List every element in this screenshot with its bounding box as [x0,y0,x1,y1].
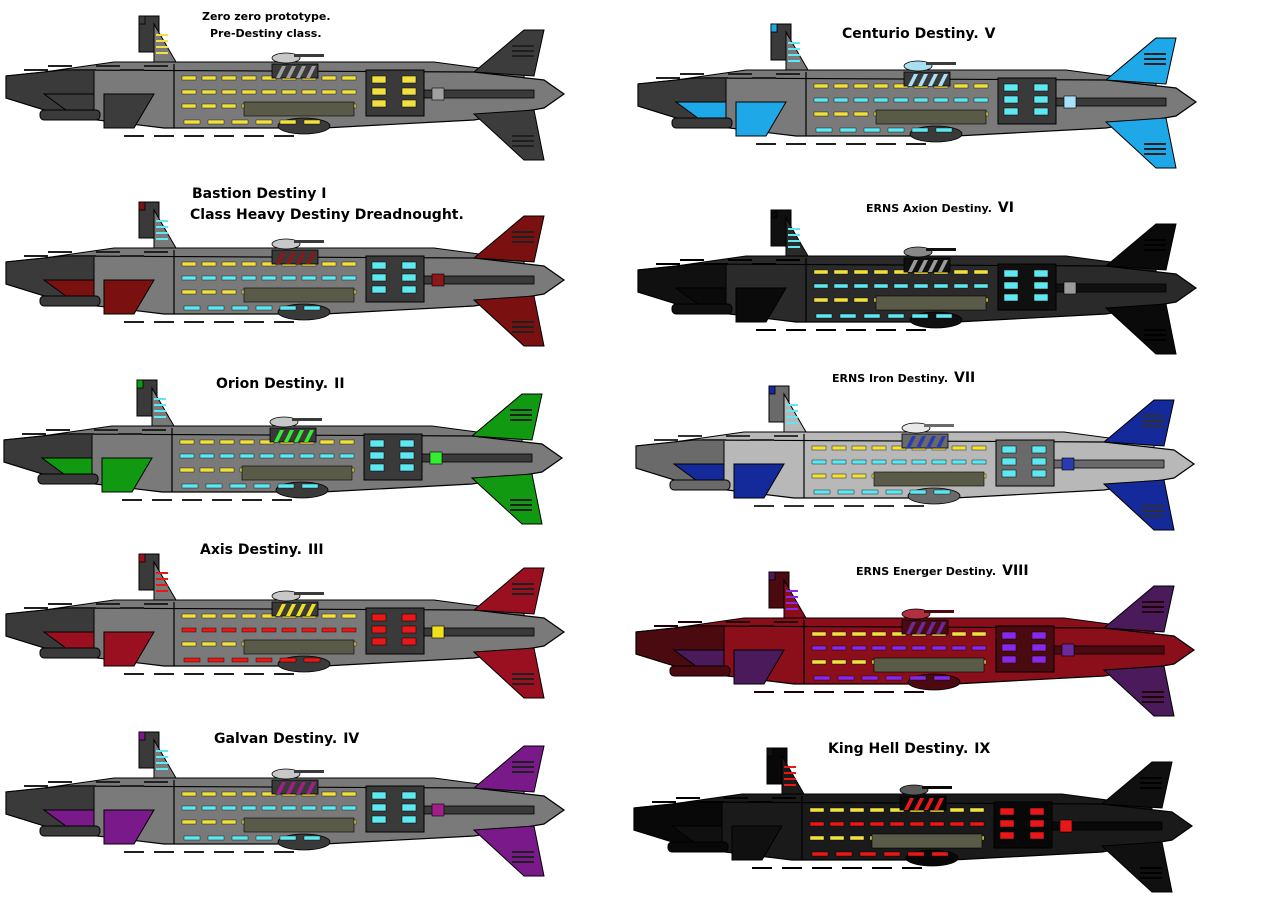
ship-illustration [3,379,564,525]
ship-title: Orion Destiny.II [216,376,345,392]
ship-title: Axis Destiny.III [200,542,324,558]
ship-illustration [633,747,1194,893]
ship-illustration [5,731,566,877]
ship-title: ERNS Axion Destiny.VI [866,200,1014,216]
ship-erns-iron-destiny [634,380,1234,560]
ship-axis-destiny [4,548,604,728]
ship-king-hell-destiny [632,742,1232,922]
ship-illustration [635,571,1196,717]
ship-erns-energer-destiny [634,566,1234,746]
ship-title: ERNS Energer Destiny.VIII [856,563,1029,579]
ship-subtitle: Pre-Destiny class. [210,27,322,40]
ship-illustration [637,209,1198,355]
ship-zero-zero-prototype [4,10,604,190]
ship-bastion-destiny [4,196,604,376]
ship-illustration [5,201,566,347]
ship-title: King Hell Destiny.IX [828,741,991,757]
ship-title: Zero zero prototype. [202,10,331,23]
ship-title: Galvan Destiny.IV [214,731,360,747]
ship-illustration [5,553,566,699]
ship-title: ERNS Iron Destiny.VII [832,370,976,386]
ship-centurio-destiny [636,18,1236,198]
ship-illustration [635,385,1196,531]
ship-orion-destiny [2,374,602,554]
ship-title: Centurio Destiny.V [842,26,996,42]
ship-subtitle: Class Heavy Destiny Dreadnought. [190,207,464,223]
ship-illustration [637,23,1198,169]
ship-title: Bastion Destiny I [192,186,327,202]
ship-erns-axion-destiny [636,204,1236,384]
ship-illustration [5,15,566,161]
ship-galvan-destiny [4,726,604,906]
